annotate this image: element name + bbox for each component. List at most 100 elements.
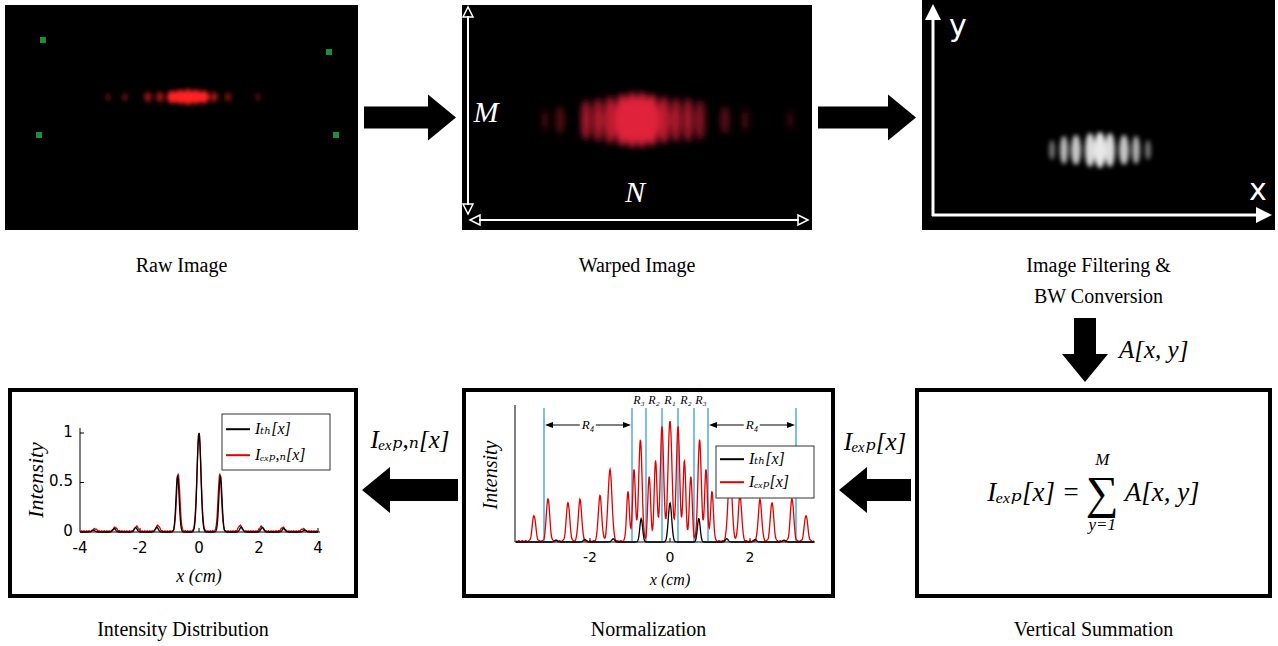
- intensity-curve: [80, 433, 318, 532]
- panel-caption: Intensity Distribution: [97, 614, 269, 645]
- node-body: [466, 392, 831, 594]
- legend-text: Iₑₓₚ[x]: [749, 473, 789, 491]
- intensity-curve: [516, 421, 814, 542]
- plot-curves: [80, 421, 814, 542]
- block-arrow: [839, 467, 911, 513]
- text-group: M∑y=1: [1086, 451, 1119, 534]
- region-label: R₂: [648, 394, 660, 408]
- block-arrow: [1062, 318, 1108, 382]
- region-label: R₁: [664, 394, 676, 408]
- laser-fringe: [671, 98, 681, 142]
- tick-label: -2: [133, 540, 148, 557]
- plot-spine: [80, 532, 320, 533]
- bw-fringe: [1094, 132, 1106, 168]
- x-axis: [932, 214, 1258, 217]
- laser-spot: [105, 93, 111, 101]
- legend-frame: [222, 414, 330, 470]
- legend-entry: Iₑₓₚ,ₙ[x]: [226, 446, 306, 464]
- arrow-head: [623, 422, 631, 428]
- edge-label: Iₑₓₚ,ₙ[x]: [371, 426, 450, 455]
- laser-spot: [199, 91, 209, 104]
- tick-label: -4: [73, 540, 88, 557]
- laser-spot: [255, 93, 261, 101]
- region-label: R₄: [580, 418, 596, 433]
- bw-fringe: [1049, 140, 1055, 160]
- marker-dot: [36, 132, 42, 138]
- edge-label: Iₑₓₚ[x]: [844, 428, 907, 457]
- arrow-head: [709, 422, 717, 428]
- laser-fringe: [721, 106, 729, 134]
- arrow-head: [470, 215, 480, 225]
- legend-entry: Iₜₕ[x]: [720, 450, 785, 468]
- arrow-head: [798, 215, 808, 225]
- legend-entry: Iₑₓₚ[x]: [720, 473, 789, 491]
- laser-spot: [122, 93, 128, 101]
- legend-line-sample: [226, 428, 250, 430]
- tick-label: 0: [666, 549, 675, 565]
- edge-label: A[x, y]: [1119, 336, 1188, 365]
- sum-symbol: ∑: [1086, 470, 1119, 516]
- block-arrow: [362, 467, 458, 513]
- legend-line-sample: [720, 458, 744, 460]
- block-arrow: [364, 95, 456, 141]
- tick: [80, 433, 84, 434]
- marker-dot: [333, 132, 339, 138]
- tick-label: 4: [313, 540, 323, 557]
- arrow-head: [545, 422, 553, 428]
- laser-fringe: [604, 96, 616, 144]
- axis-label: y: [949, 9, 967, 44]
- region-line: [543, 408, 544, 542]
- legend-line-sample: [226, 454, 250, 456]
- text-group: Iₑₓₚ[x] =: [987, 478, 1080, 508]
- tick-label: 0.5: [49, 473, 73, 490]
- laser-fringe: [645, 94, 659, 146]
- legend-text: Iₜₕ[x]: [255, 420, 291, 438]
- arrow-head: [463, 7, 473, 17]
- bw-fringe: [1119, 135, 1129, 165]
- axis-label: x: [1249, 173, 1267, 208]
- sum-limit: y=1: [1088, 516, 1116, 535]
- node-body: [12, 392, 354, 594]
- axis-title: x (cm): [176, 566, 221, 587]
- filtered-photo: [922, 0, 1275, 230]
- summation-box: Iₑₓₚ[x] =M∑y=1A[x, y]Vertical Summation: [915, 388, 1272, 598]
- width-arrow: [479, 219, 799, 221]
- axis-title: x (cm): [650, 571, 690, 589]
- arrow-head: [463, 204, 473, 214]
- node-body: Iₑₓₚ[x] =M∑y=1A[x, y]: [919, 392, 1268, 594]
- panel-caption: Normalization: [591, 614, 707, 645]
- tick-label: 0: [194, 540, 204, 557]
- laser-fringes: [542, 92, 793, 148]
- bw-fringe: [1085, 133, 1095, 167]
- axis-title: Intensity: [479, 441, 502, 510]
- laser-fringe: [683, 98, 693, 142]
- panel-caption: Image Filtering & BW Conversion: [1016, 250, 1181, 312]
- legend-text: Iₑₓₚ,ₙ[x]: [255, 446, 306, 464]
- legend-entry: Iₜₕ[x]: [226, 420, 291, 438]
- bw-fringe: [1105, 133, 1115, 167]
- text-group: A[x, y]: [1125, 478, 1200, 508]
- tick-label: 0: [63, 523, 73, 540]
- dimension-label: N: [625, 175, 645, 210]
- intensity-curve: [80, 433, 318, 532]
- arrow-head: [925, 4, 941, 20]
- sum-limit: M: [1095, 451, 1109, 470]
- tick: [670, 538, 671, 542]
- laser-spots: [105, 89, 261, 105]
- raw-image-panel: Raw Image: [5, 5, 358, 230]
- warped-photo: [462, 5, 812, 230]
- bw-fringe: [1071, 135, 1081, 165]
- region-label: R₃: [695, 394, 707, 408]
- region-label: R₂: [680, 394, 692, 408]
- normalization-box: Normalization: [462, 388, 835, 598]
- plot-spine: [515, 405, 516, 542]
- laser-fringe: [542, 108, 548, 132]
- marker-dot: [326, 49, 332, 55]
- legend-line-sample: [720, 481, 744, 483]
- marker-dot: [40, 37, 46, 43]
- bw-fringe: [1060, 136, 1068, 164]
- node-body: [5, 5, 358, 230]
- region-label: R₄: [744, 418, 760, 433]
- legend-text: Iₜₕ[x]: [749, 450, 785, 468]
- laser-fringe: [593, 98, 603, 142]
